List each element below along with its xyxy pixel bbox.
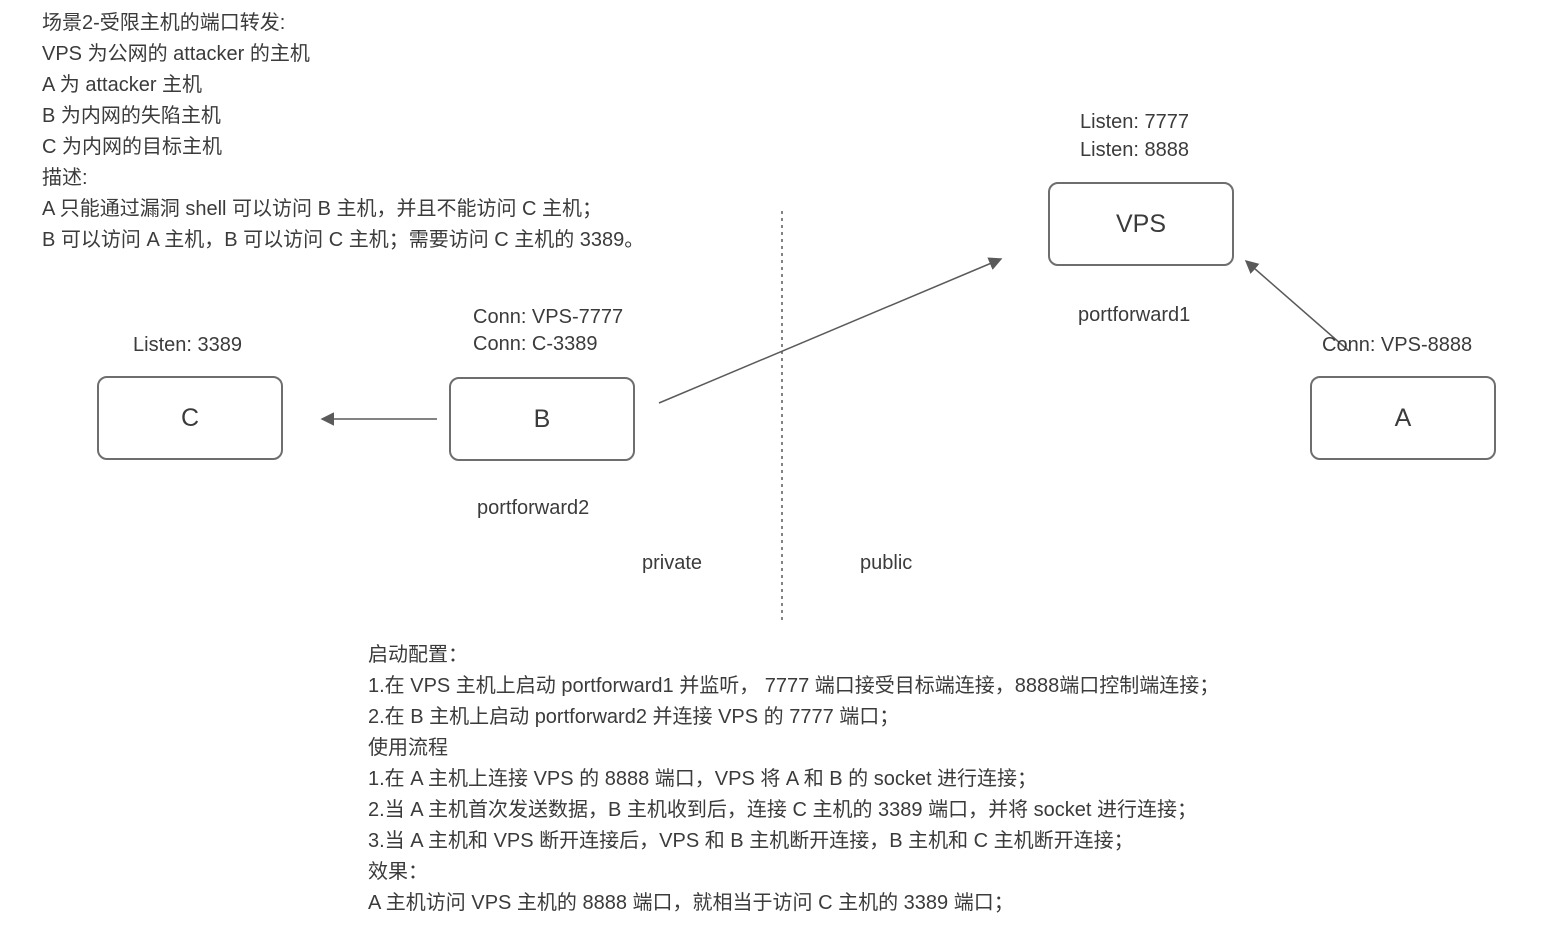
- c-listen-3389-label: Listen: 3389: [133, 334, 242, 356]
- node-c-label: C: [180, 403, 200, 432]
- instruction-line: 1.在 VPS 主机上启动 portforward1 并监听， 7777 端口接…: [368, 675, 1220, 697]
- arrow-b-to-vps: [658, 257, 1003, 404]
- a-conn-vps-8888-label: Conn: VPS-8888: [1322, 334, 1473, 356]
- node-vps-label: VPS: [1115, 209, 1167, 238]
- node-a: A: [1310, 376, 1496, 460]
- description-line: C 为内网的目标主机: [42, 136, 222, 158]
- zone-private-label: private: [642, 552, 703, 574]
- instruction-line: 效果：: [368, 861, 428, 883]
- instruction-line: A 主机访问 VPS 主机的 8888 端口，就相当于访问 C 主机的 3389…: [368, 892, 1014, 914]
- instruction-line: 3.当 A 主机和 VPS 断开连接后，VPS 和 B 主机断开连接，B 主机和…: [368, 830, 1134, 852]
- description-line: A 为 attacker 主机: [42, 74, 203, 96]
- zone-public-label: public: [860, 552, 913, 574]
- b-caption-portforward2: portforward2: [477, 497, 590, 519]
- instruction-line: 2.当 A 主机首次发送数据，B 主机收到后，连接 C 主机的 3389 端口，…: [368, 799, 1198, 821]
- vps-listen-7777-label: Listen: 7777: [1080, 111, 1189, 133]
- node-b-label: B: [533, 404, 551, 433]
- description-line: A 只能通过漏洞 shell 可以访问 B 主机，并且不能访问 C 主机；: [42, 198, 603, 220]
- instruction-line: 2.在 B 主机上启动 portforward2 并连接 VPS 的 7777 …: [368, 706, 900, 728]
- description-line: B 可以访问 A 主机，B 可以访问 C 主机；需要访问 C 主机的 3389。: [42, 229, 645, 251]
- node-vps: VPS: [1048, 182, 1234, 266]
- scenario-description: 场景2-受限主机的端口转发: VPS 为公网的 attacker 的主机 A 为…: [42, 8, 644, 256]
- b-conn-c-3389-label: Conn: C-3389: [473, 333, 598, 355]
- description-line: VPS 为公网的 attacker 的主机: [42, 43, 310, 65]
- instruction-line: 1.在 A 主机上连接 VPS 的 8888 端口，VPS 将 A 和 B 的 …: [368, 768, 1038, 790]
- description-line: 场景2-受限主机的端口转发:: [42, 12, 286, 34]
- description-line: 描述:: [42, 167, 88, 189]
- node-c: C: [97, 376, 283, 460]
- description-line: B 为内网的失陷主机: [42, 105, 221, 127]
- instruction-line: 启动配置：: [368, 644, 468, 666]
- usage-instructions: 启动配置： 1.在 VPS 主机上启动 portforward1 并监听， 77…: [368, 640, 1219, 919]
- node-a-label: A: [1394, 403, 1412, 432]
- vps-caption-portforward1: portforward1: [1078, 304, 1191, 326]
- instruction-line: 使用流程: [368, 737, 448, 759]
- node-b: B: [449, 377, 635, 461]
- b-conn-vps-7777-label: Conn: VPS-7777: [473, 306, 624, 328]
- vps-listen-8888-label: Listen: 8888: [1080, 139, 1189, 161]
